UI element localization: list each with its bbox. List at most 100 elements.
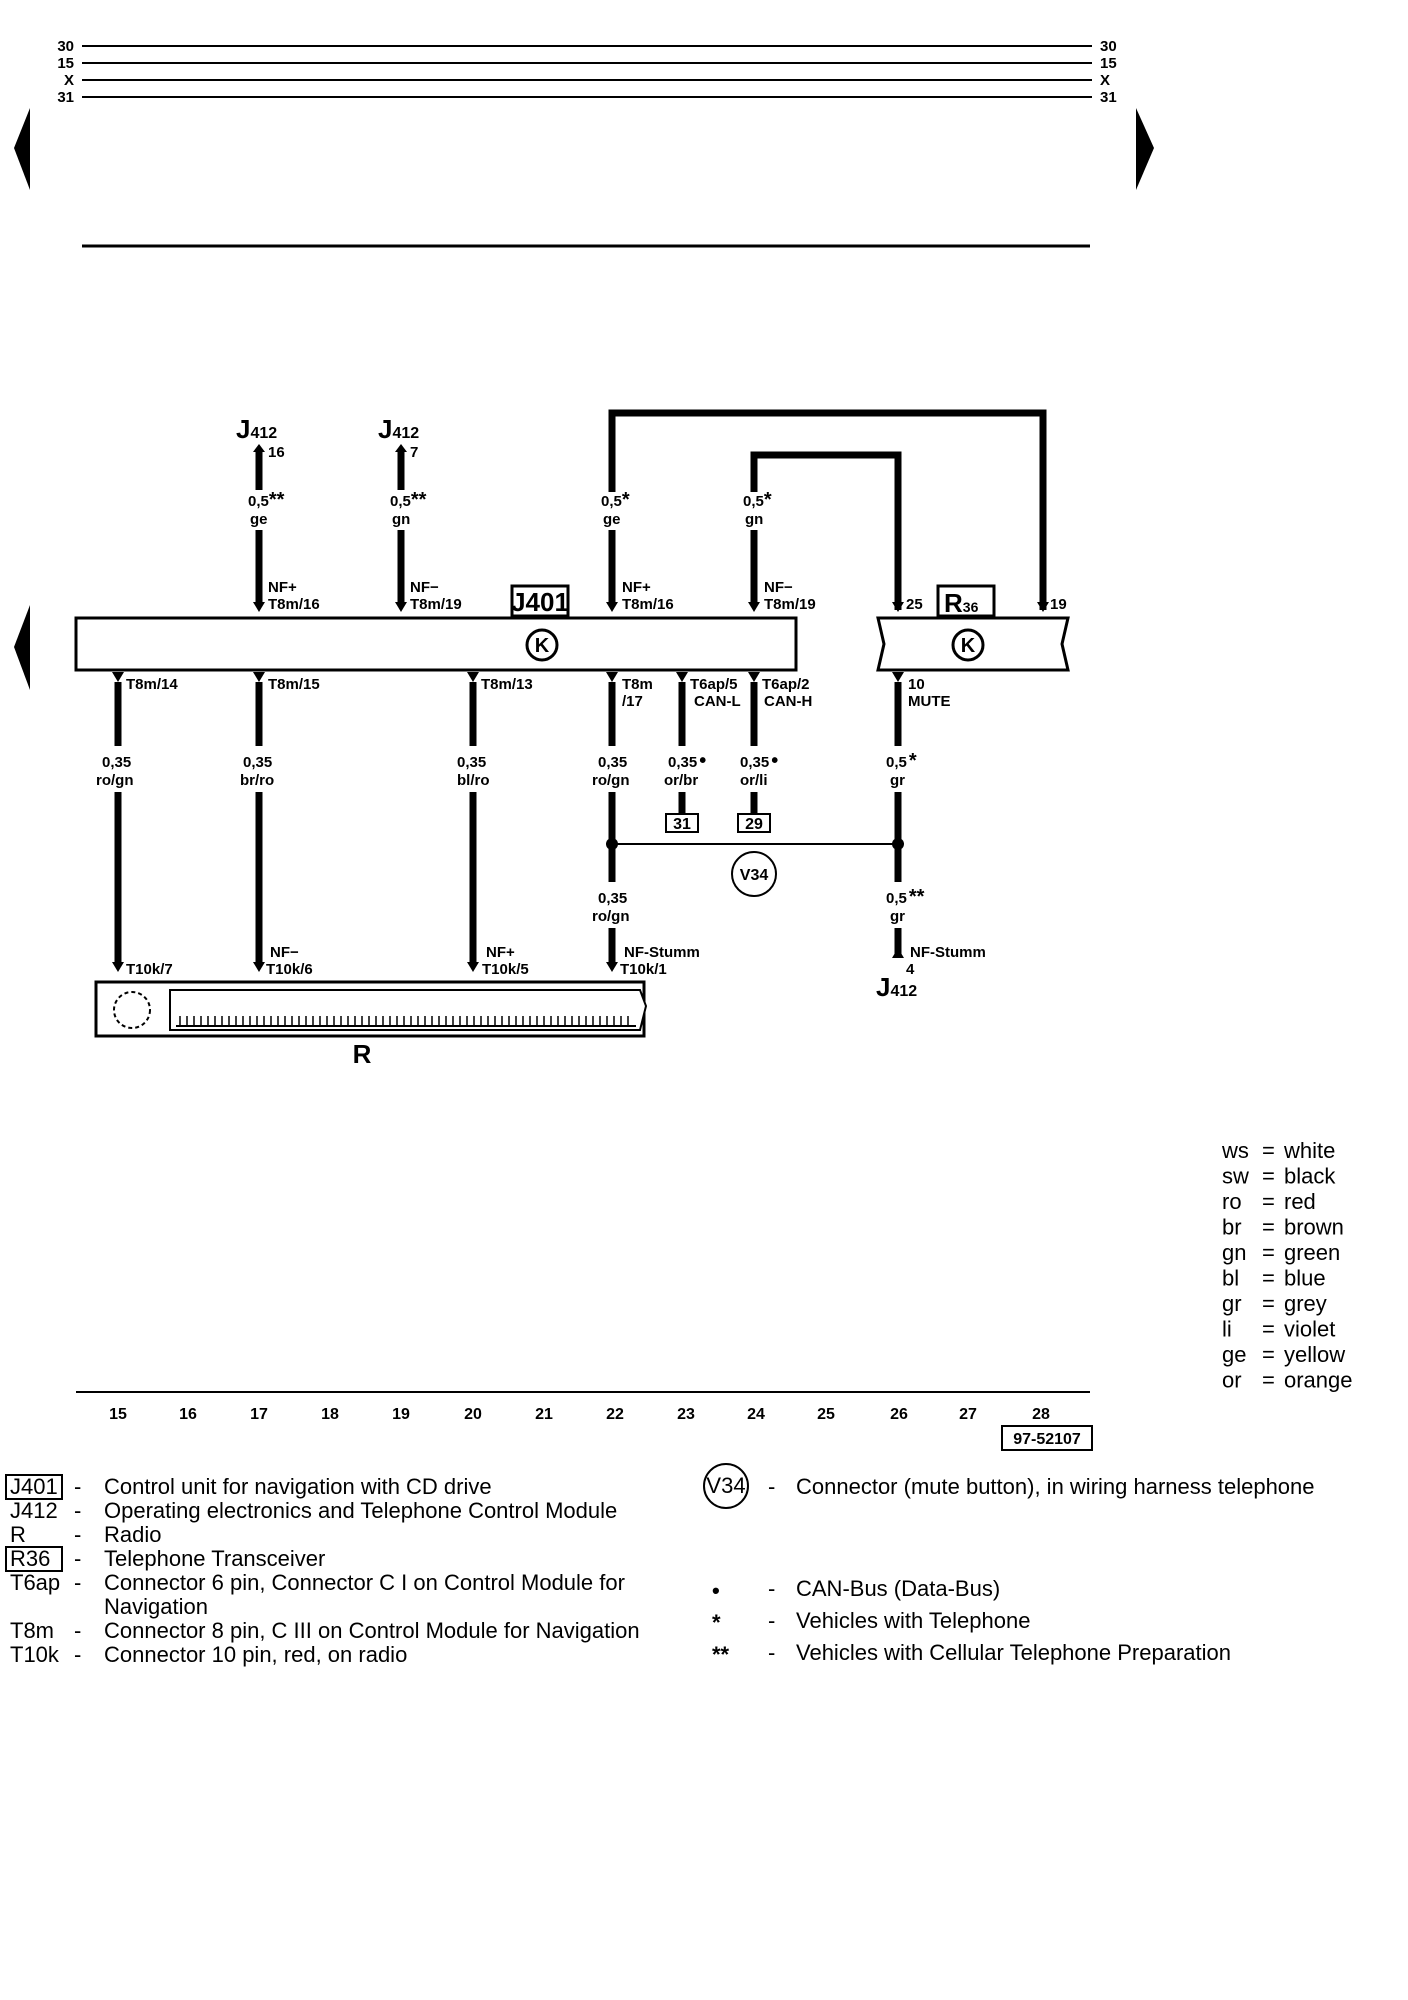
wire-connector: NF− (764, 579, 793, 596)
j401-control-unit[interactable]: J401 K (74, 584, 798, 672)
wire-connector: T8m/13 (481, 676, 533, 693)
legend-description: Connector 6 pin, Connector C I on Contro… (104, 1570, 625, 1595)
color-code: gn (1222, 1240, 1246, 1265)
legend-description: Radio (104, 1522, 161, 1547)
legend-code: T10k (10, 1642, 60, 1667)
legend-symbol: ** (712, 1642, 730, 1667)
legend-description: Connector (mute button), in wiring harne… (796, 1474, 1315, 1499)
rail-label-right-31: 31 (1100, 89, 1117, 106)
column-number: 28 (1032, 1406, 1050, 1423)
component-legend: J401-Control unit for navigation with CD… (5, 1474, 640, 1667)
figure-id: 97-52107 (1013, 1431, 1081, 1448)
color-code-equals: = (1262, 1164, 1275, 1189)
wire-gauge: 0,5** (886, 886, 925, 908)
continuation-arrow-icon (14, 605, 30, 690)
r36-transceiver[interactable]: R36 K (876, 584, 1070, 672)
rail-label-left-31: 31 (57, 89, 74, 106)
wire-connector: T6ap/2 (762, 676, 810, 693)
r36-pin-25: 25 (906, 596, 923, 613)
wire-pin: 16 (268, 444, 285, 461)
column-number: 19 (392, 1406, 410, 1423)
prev-page-arrow-icon[interactable] (14, 108, 30, 190)
wire-connector: T8m/19 (764, 596, 816, 613)
color-name: yellow (1284, 1342, 1345, 1367)
radio-connector: NF− (270, 944, 299, 961)
color-code: sw (1222, 1164, 1249, 1189)
symbol-legend: V34 - Connector (mute button), in wiring h… (703, 1463, 1315, 1667)
color-code-equals: = (1262, 1138, 1275, 1163)
color-code-legend: ws=whitesw=blackro=redbr=browngn=greenbl… (1221, 1138, 1353, 1393)
color-code-equals: = (1262, 1291, 1275, 1316)
wire-color: gn (745, 511, 763, 528)
legend-code: J401 (10, 1474, 58, 1499)
next-page-arrow-icon[interactable] (1136, 108, 1154, 190)
column-number: 24 (747, 1406, 765, 1423)
color-name: green (1284, 1240, 1340, 1265)
v34-connector[interactable]: V34 (731, 851, 777, 897)
power-rails: 30 15 X 31 30 15 X 31 (57, 38, 1116, 106)
wire-color: gr (890, 772, 905, 789)
column-number: 15 (109, 1406, 127, 1423)
radio-connector: T10k/1 (620, 961, 667, 978)
legend-symbol: • (712, 1578, 720, 1603)
radio-connector: NF-Stumm (624, 944, 700, 961)
legend-dash: - (74, 1546, 81, 1571)
wire-gauge: 0,35• (740, 750, 778, 772)
wire-connector: NF-Stumm (910, 944, 986, 961)
terminal-31: 31 (673, 816, 691, 833)
rail-label-left-x: X (64, 72, 74, 89)
legend-symbol: V34 (706, 1473, 745, 1498)
color-code-equals: = (1262, 1368, 1275, 1393)
legend-dash: - (74, 1522, 81, 1547)
wire-color: ge (250, 511, 268, 528)
column-number: 21 (535, 1406, 553, 1423)
wire-connector: /17 (622, 693, 643, 710)
wire-connector: T6ap/5 (690, 676, 738, 693)
radio-label: R (353, 1039, 372, 1069)
column-number: 20 (464, 1406, 482, 1423)
column-number: 27 (959, 1406, 977, 1423)
wire-connector: T8m/19 (410, 596, 462, 613)
wire-connector: CAN-H (764, 693, 812, 710)
rail-label-left-15: 15 (57, 55, 74, 72)
legend-dash: - (74, 1618, 81, 1643)
color-name: orange (1284, 1368, 1353, 1393)
rail-label-right-30: 30 (1100, 38, 1117, 55)
wire-connector: T8m (622, 676, 653, 693)
wire-connector: T8m/16 (622, 596, 674, 613)
wire-color: ro/gn (592, 908, 630, 925)
wire-connector: T8m/16 (268, 596, 320, 613)
legend-code: R (10, 1522, 26, 1547)
wire-connector: MUTE (908, 693, 951, 710)
legend-description: Control unit for navigation with CD driv… (104, 1474, 492, 1499)
j412-label-2: J412 (378, 414, 419, 444)
j401-ground-symbol-icon: K (535, 635, 550, 657)
radio-connector: T10k/5 (482, 961, 529, 978)
legend-code: R36 (10, 1546, 50, 1571)
radio-connector: T10k/6 (266, 961, 313, 978)
wire-gauge: 0,35 (598, 754, 627, 771)
column-number: 17 (250, 1406, 268, 1423)
color-code-equals: = (1262, 1266, 1275, 1291)
wire-color: gn (392, 511, 410, 528)
radio-unit[interactable]: R (94, 980, 648, 1069)
bottom-wire-group: T8m/14 0,35 ro/gn T10k/7 T8m/15 0,35 br/… (96, 672, 986, 1002)
color-name: red (1284, 1189, 1316, 1214)
color-name: violet (1284, 1317, 1335, 1342)
legend-dash: - (768, 1640, 775, 1665)
rail-label-right-x: X (1100, 72, 1110, 89)
legend-description: Telephone Transceiver (104, 1546, 325, 1571)
rail-label-left-30: 30 (57, 38, 74, 55)
j412-label-3: J412 (876, 972, 917, 1002)
legend-dash: - (74, 1498, 81, 1523)
j412-label-1: J412 (236, 414, 277, 444)
color-name: grey (1284, 1291, 1327, 1316)
column-number: 26 (890, 1406, 908, 1423)
wire-connector: 4 (906, 961, 915, 978)
color-code: ws (1221, 1138, 1249, 1163)
wire-color: or/br (664, 772, 698, 789)
color-code: or (1222, 1368, 1242, 1393)
color-code-equals: = (1262, 1215, 1275, 1240)
legend-description: CAN-Bus (Data-Bus) (796, 1576, 1000, 1601)
